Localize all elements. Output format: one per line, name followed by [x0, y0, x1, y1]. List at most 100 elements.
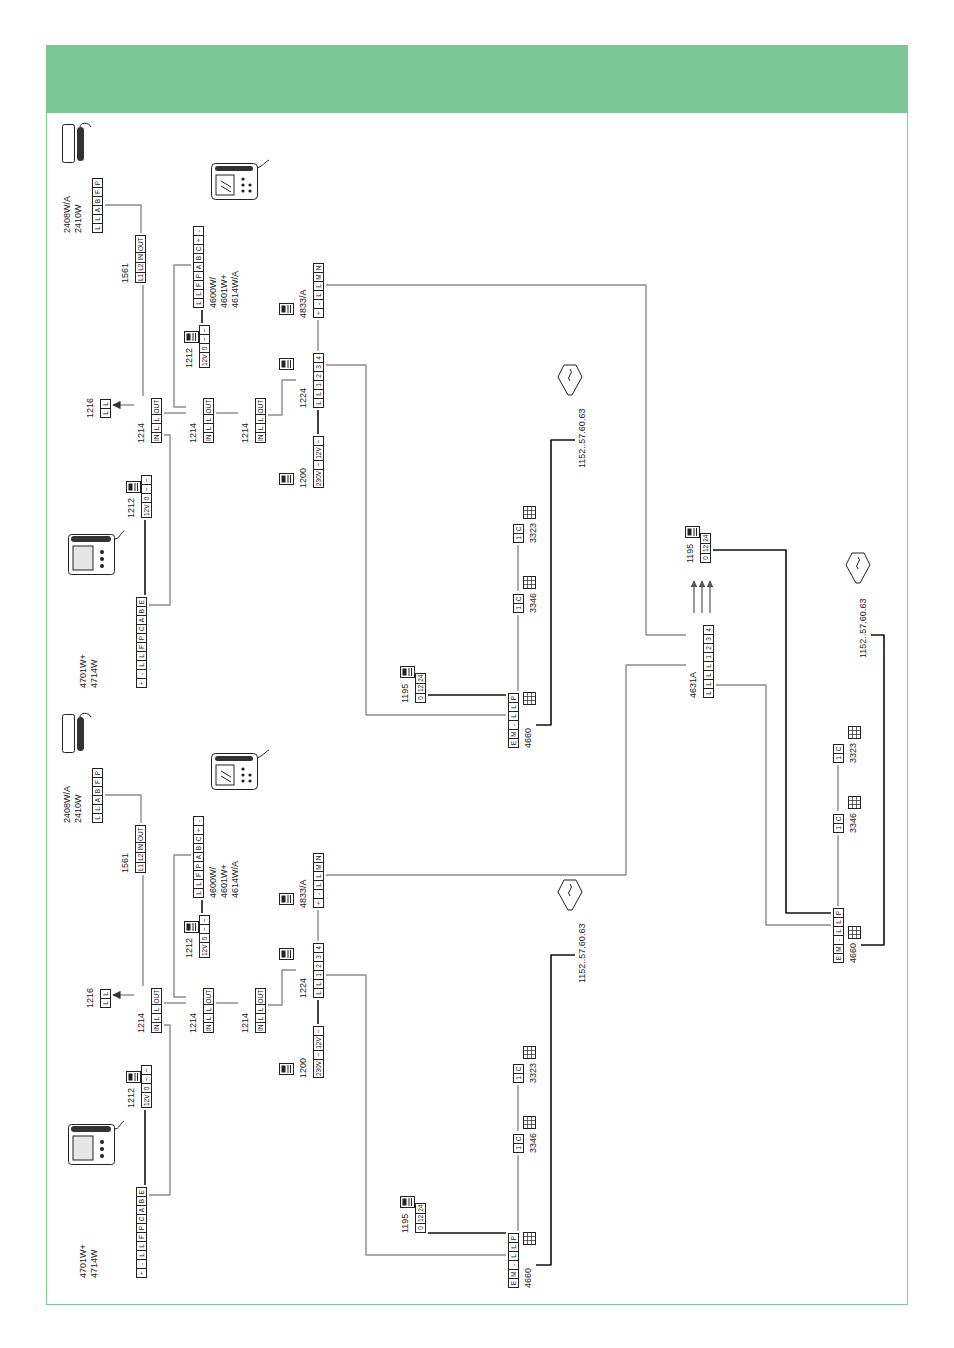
wire	[216, 1002, 238, 1003]
wire	[144, 1110, 146, 1185]
wire	[326, 665, 686, 875]
device-label: 1224	[298, 978, 309, 998]
terminal-label: C	[513, 1064, 524, 1074]
terminal-strip: 1C	[513, 524, 524, 543]
terminal-label: L	[100, 998, 111, 1008]
terminal-label: L	[313, 988, 324, 998]
terminal-strip: EM-LLP	[833, 908, 844, 963]
device-label: 1224	[298, 388, 309, 408]
terminal-label: 2	[703, 643, 714, 653]
terminal-label: P	[193, 271, 204, 281]
terminal-strip: INLLOUT	[255, 988, 266, 1033]
terminal-strip: 1C	[833, 744, 844, 763]
terminal-label: OUT	[151, 398, 162, 416]
device-terminal-block: 4631ALLLL1234	[686, 623, 716, 700]
terminal-label: L	[136, 660, 147, 670]
terminal-label: F	[92, 187, 103, 197]
terminal-label: IN	[203, 433, 214, 444]
terminal-label: L	[203, 1014, 214, 1024]
device-label: 4833/A	[298, 879, 309, 908]
wire	[317, 410, 319, 434]
page-frame	[46, 45, 908, 1305]
terminal-strip: L1L2INOUT	[135, 825, 146, 873]
terminal-strip: 12V0~~	[199, 325, 210, 368]
device-terminal-block: 1214INLLOUT	[238, 986, 268, 1035]
device-terminal-block: 1214INLLOUT	[134, 986, 164, 1035]
wire	[517, 1085, 518, 1131]
terminal-label: 0	[141, 1083, 152, 1093]
terminal-label: 12	[700, 543, 711, 554]
terminal-label: 230V	[313, 469, 324, 488]
terminal-label: B	[193, 843, 204, 853]
terminal-strip: INLLOUT	[255, 398, 266, 443]
device-label: 4701W+ 4714W	[78, 1228, 100, 1278]
terminal-label: F	[193, 280, 204, 290]
terminal-strip: +-LLMN	[313, 263, 324, 318]
terminal-label: L	[203, 424, 214, 434]
terminal-label: N	[313, 853, 324, 863]
terminal-strip: INLLOUT	[203, 988, 214, 1033]
terminal-label: L	[136, 1250, 147, 1260]
terminal-label: L	[151, 424, 162, 434]
device-label: 3323	[528, 523, 539, 543]
terminal-label: E	[136, 597, 147, 607]
device-terminal-block: 1152..57.60.63	[575, 407, 590, 470]
terminal-label: M	[313, 272, 324, 282]
terminal-label: 12V	[313, 445, 324, 461]
terminal-label: IN	[151, 1023, 162, 1034]
device-label: 1200	[298, 1058, 309, 1078]
device-label: 4660	[523, 1268, 534, 1288]
terminal-label: OUT	[255, 988, 266, 1006]
wire	[428, 1232, 506, 1234]
monitor-icon	[69, 531, 125, 1165]
terminal-label: B	[193, 253, 204, 263]
terminal-label: E	[136, 1187, 147, 1197]
terminal-label: 0	[415, 693, 426, 703]
device-terminal-block: 4660EM-LLP	[506, 1231, 536, 1290]
device-terminal-block: 33461C	[511, 1131, 541, 1155]
wire	[216, 412, 238, 413]
device-label: 1216	[85, 988, 96, 1008]
terminal-label: F	[92, 777, 103, 787]
terminal-label: 1	[513, 603, 524, 613]
terminal-strip: LLFPABC+-	[193, 226, 204, 308]
terminal-label: IN	[151, 433, 162, 444]
device-label: 1212	[184, 938, 195, 958]
wire	[164, 1002, 186, 1003]
wire	[837, 835, 838, 906]
terminal-label: 12V	[199, 942, 210, 958]
terminal-label: ~	[199, 924, 210, 934]
terminal-label: P	[508, 1233, 519, 1243]
terminal-strip: +-LLMN	[313, 853, 324, 908]
terminal-strip: 1C	[833, 814, 844, 833]
terminal-label: L	[703, 688, 714, 698]
terminal-strip: LL	[100, 399, 111, 418]
terminal-label: 0	[700, 553, 711, 563]
terminal-label: L	[255, 424, 266, 434]
terminal-label: L	[151, 415, 162, 425]
device-terminal-block: 1152..57.60.63	[575, 922, 590, 985]
terminal-label: 230V	[313, 1059, 324, 1078]
device-label: 4660	[523, 728, 534, 748]
terminal-label: +	[136, 1268, 147, 1278]
terminal-label: 4	[703, 625, 714, 635]
terminal-label: A	[136, 615, 147, 625]
terminal-label: ~	[141, 1065, 152, 1075]
device-terminal-block: 33231C	[831, 741, 861, 765]
terminal-label: L	[100, 408, 111, 418]
terminal-label: C	[833, 814, 844, 824]
terminal-label: 2	[313, 371, 324, 381]
wire	[149, 435, 170, 605]
terminal-label: L	[92, 214, 103, 224]
wire	[326, 975, 506, 1255]
device-terminal-block: 119501224	[683, 531, 713, 565]
terminal-label: 12	[415, 683, 426, 694]
terminal-label: L	[313, 979, 324, 989]
terminal-label: L	[136, 651, 147, 661]
device-terminal-block: 4600W/ 4601W+ 4614W/ALLFPABC+-	[191, 224, 243, 310]
terminal-label: L	[313, 290, 324, 300]
terminal-strip: 01224	[415, 673, 426, 703]
device-label: 1195	[685, 544, 696, 563]
terminal-label: 3	[703, 634, 714, 644]
device-terminal-block: 121212V0~~	[124, 473, 154, 520]
